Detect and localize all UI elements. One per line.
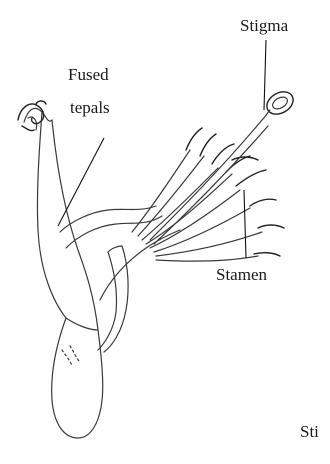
style-and-stigma: [150, 87, 297, 244]
stigma-leader: [264, 40, 266, 110]
fused-tepals-label-line1: Fused: [68, 65, 109, 84]
fused-tube: [52, 318, 103, 438]
fused-tepals-label-line2: tepals: [70, 98, 110, 117]
stigma-label: Stigma: [240, 16, 289, 35]
anthers: [186, 128, 284, 256]
right-tepal: [60, 206, 180, 300]
stamen-leader: [244, 190, 246, 258]
middle-tepal: [98, 246, 128, 352]
fused-tepals-leader: [58, 138, 104, 226]
cropped-stigma-label: Sti: [300, 422, 319, 441]
stamen-label: Stamen: [216, 265, 267, 284]
